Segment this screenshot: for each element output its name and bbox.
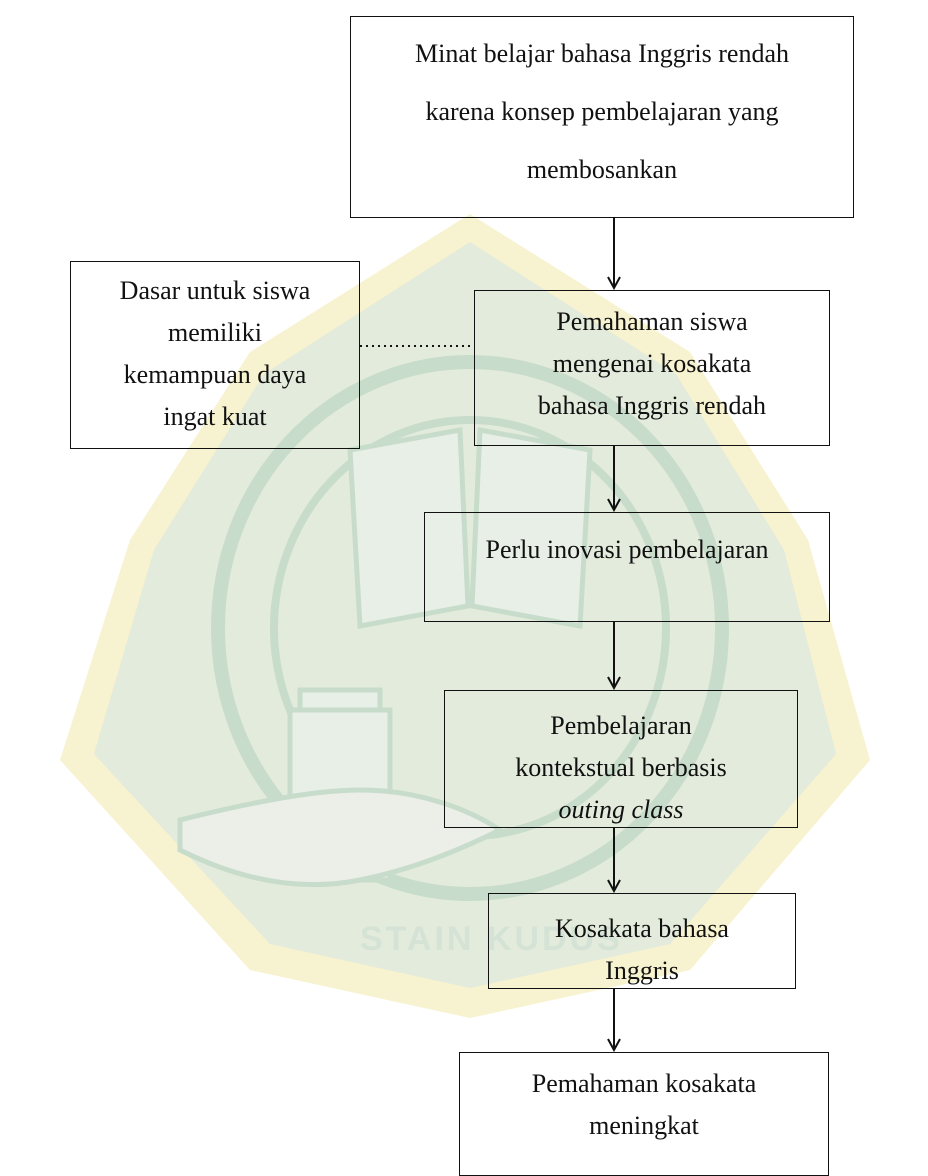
english-vocabulary-box: Kosakata bahasa Inggris xyxy=(488,893,796,989)
side-basis-box: Dasar untuk siswa memiliki kemampuan day… xyxy=(70,261,360,449)
contextual-learning-line-2: kontekstual berbasis xyxy=(515,753,727,782)
side-basis-line-1: Dasar untuk siswa xyxy=(119,276,311,305)
top-problem-line-2: karena konsep pembelajaran yang xyxy=(425,97,779,126)
vocabulary-improvement-line-1: Pemahaman kosakata xyxy=(531,1069,757,1098)
student-understanding-box: Pemahaman siswa mengenai kosakata bahasa… xyxy=(474,290,830,446)
vocabulary-improvement-line-2: meningkat xyxy=(589,1111,699,1140)
vocabulary-improvement-box: Pemahaman kosakata meningkat xyxy=(459,1052,829,1176)
side-basis-line-2: memiliki xyxy=(168,318,262,347)
side-basis-line-4: ingat kuat xyxy=(163,402,267,431)
top-problem-line-1: Minat belajar bahasa Inggris rendah xyxy=(415,39,789,68)
contextual-learning-box: Pembelajaran kontekstual berbasis outing… xyxy=(444,690,798,828)
learning-innovation-line-1: Perlu inovasi pembelajaran xyxy=(485,535,769,564)
seal-tower-shape xyxy=(287,687,393,883)
english-vocabulary-line-2: Inggris xyxy=(605,956,679,985)
contextual-learning-line-3: outing class xyxy=(558,795,684,824)
contextual-learning-line-1: Pembelajaran xyxy=(550,711,692,740)
english-vocabulary-line-1: Kosakata bahasa xyxy=(555,914,729,943)
learning-innovation-box: Perlu inovasi pembelajaran xyxy=(424,512,830,622)
side-basis-line-3: kemampuan daya xyxy=(123,360,307,389)
student-understanding-line-2: mengenai kosakata xyxy=(552,349,752,378)
student-understanding-line-1: Pemahaman siswa xyxy=(556,307,748,336)
top-problem-line-3: membosankan xyxy=(526,155,678,184)
student-understanding-line-3: bahasa Inggris rendah xyxy=(537,391,767,420)
top-problem-box: Minat belajar bahasa Inggris rendah kare… xyxy=(350,16,854,218)
